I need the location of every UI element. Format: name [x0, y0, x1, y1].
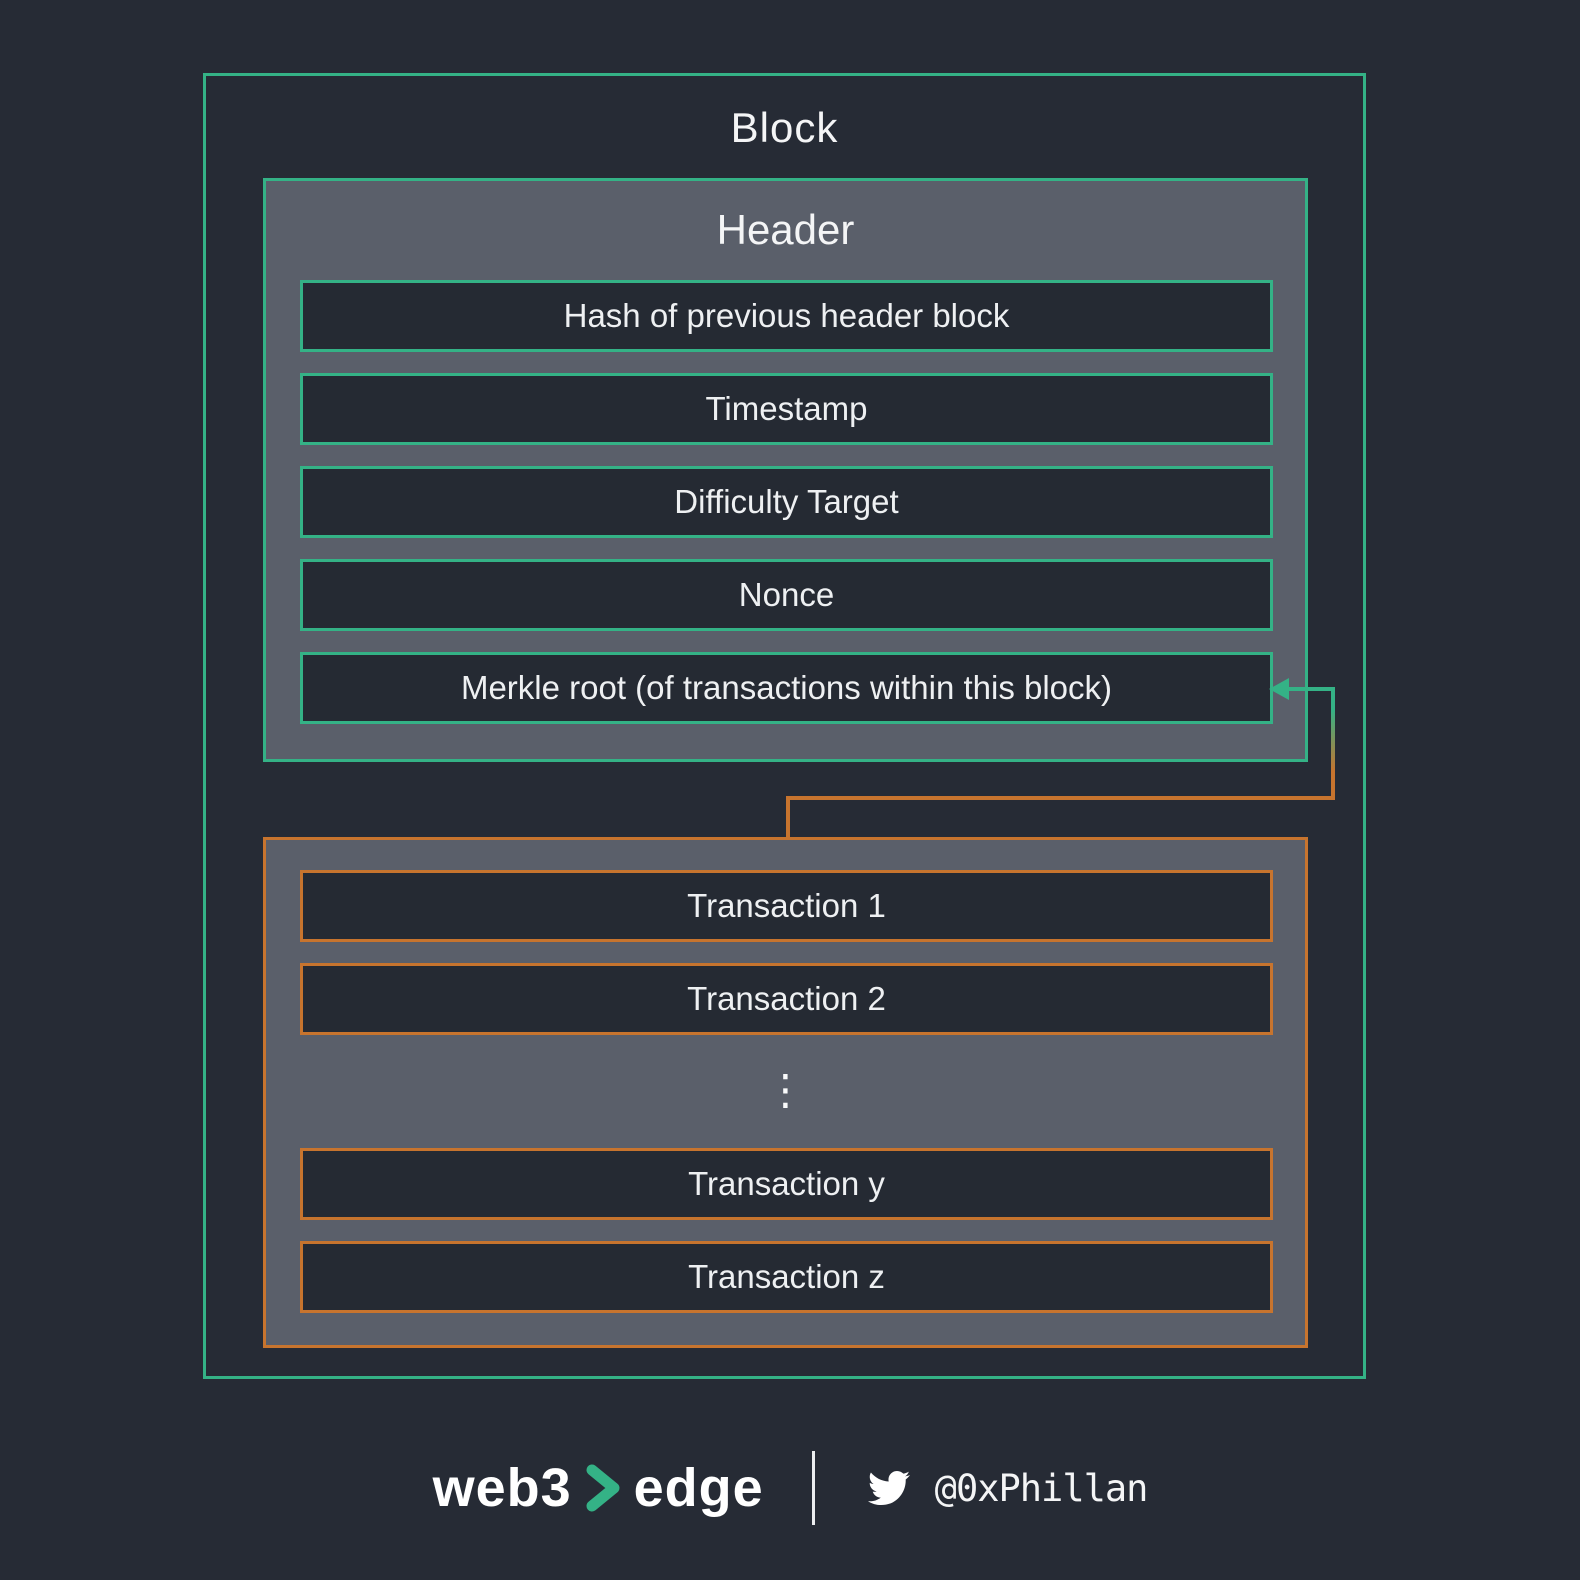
difficulty-target-field: Difficulty Target — [300, 466, 1273, 538]
twitter-credit: @0xPhillan — [863, 1467, 1148, 1510]
transaction-row-z: Transaction z — [300, 1241, 1273, 1313]
connector-gradient-vertical — [1331, 687, 1335, 800]
edge-wordmark: edge — [633, 1458, 764, 1518]
nonce-field: Nonce — [300, 559, 1273, 631]
transaction-row-y: Transaction y — [300, 1148, 1273, 1220]
transaction-row-1: Transaction 1 — [300, 870, 1273, 942]
transactions-box: Transaction 1 Transaction 2 ⋮ Transactio… — [263, 837, 1308, 1348]
web3-wordmark: web3 — [432, 1458, 572, 1518]
connector-orange-horizontal — [786, 796, 1335, 800]
twitter-bird-icon — [863, 1467, 915, 1509]
transaction-row-2: Transaction 2 — [300, 963, 1273, 1035]
twitter-handle: @0xPhillan — [934, 1466, 1149, 1510]
header-box: Header Hash of previous header block Tim… — [263, 178, 1308, 762]
merkle-root-field: Merkle root (of transactions within this… — [300, 652, 1273, 724]
brand-logo: web3 edge — [433, 1457, 764, 1519]
connector-green-horizontal — [1288, 687, 1335, 691]
timestamp-field: Timestamp — [300, 373, 1273, 445]
footer: web3 edge @0xPhillan — [0, 1430, 1580, 1546]
hash-of-previous-block-field: Hash of previous header block — [300, 280, 1273, 352]
footer-divider — [811, 1451, 815, 1525]
block-box: Block — [203, 73, 1366, 1379]
arrowhead-left-icon — [1269, 678, 1289, 700]
transactions-ellipsis: ⋮ — [764, 1065, 807, 1114]
connector-orange-vertical — [786, 796, 790, 840]
chevron-right-icon — [586, 1464, 620, 1512]
block-title: Block — [730, 104, 839, 151]
header-title: Header — [716, 206, 855, 253]
